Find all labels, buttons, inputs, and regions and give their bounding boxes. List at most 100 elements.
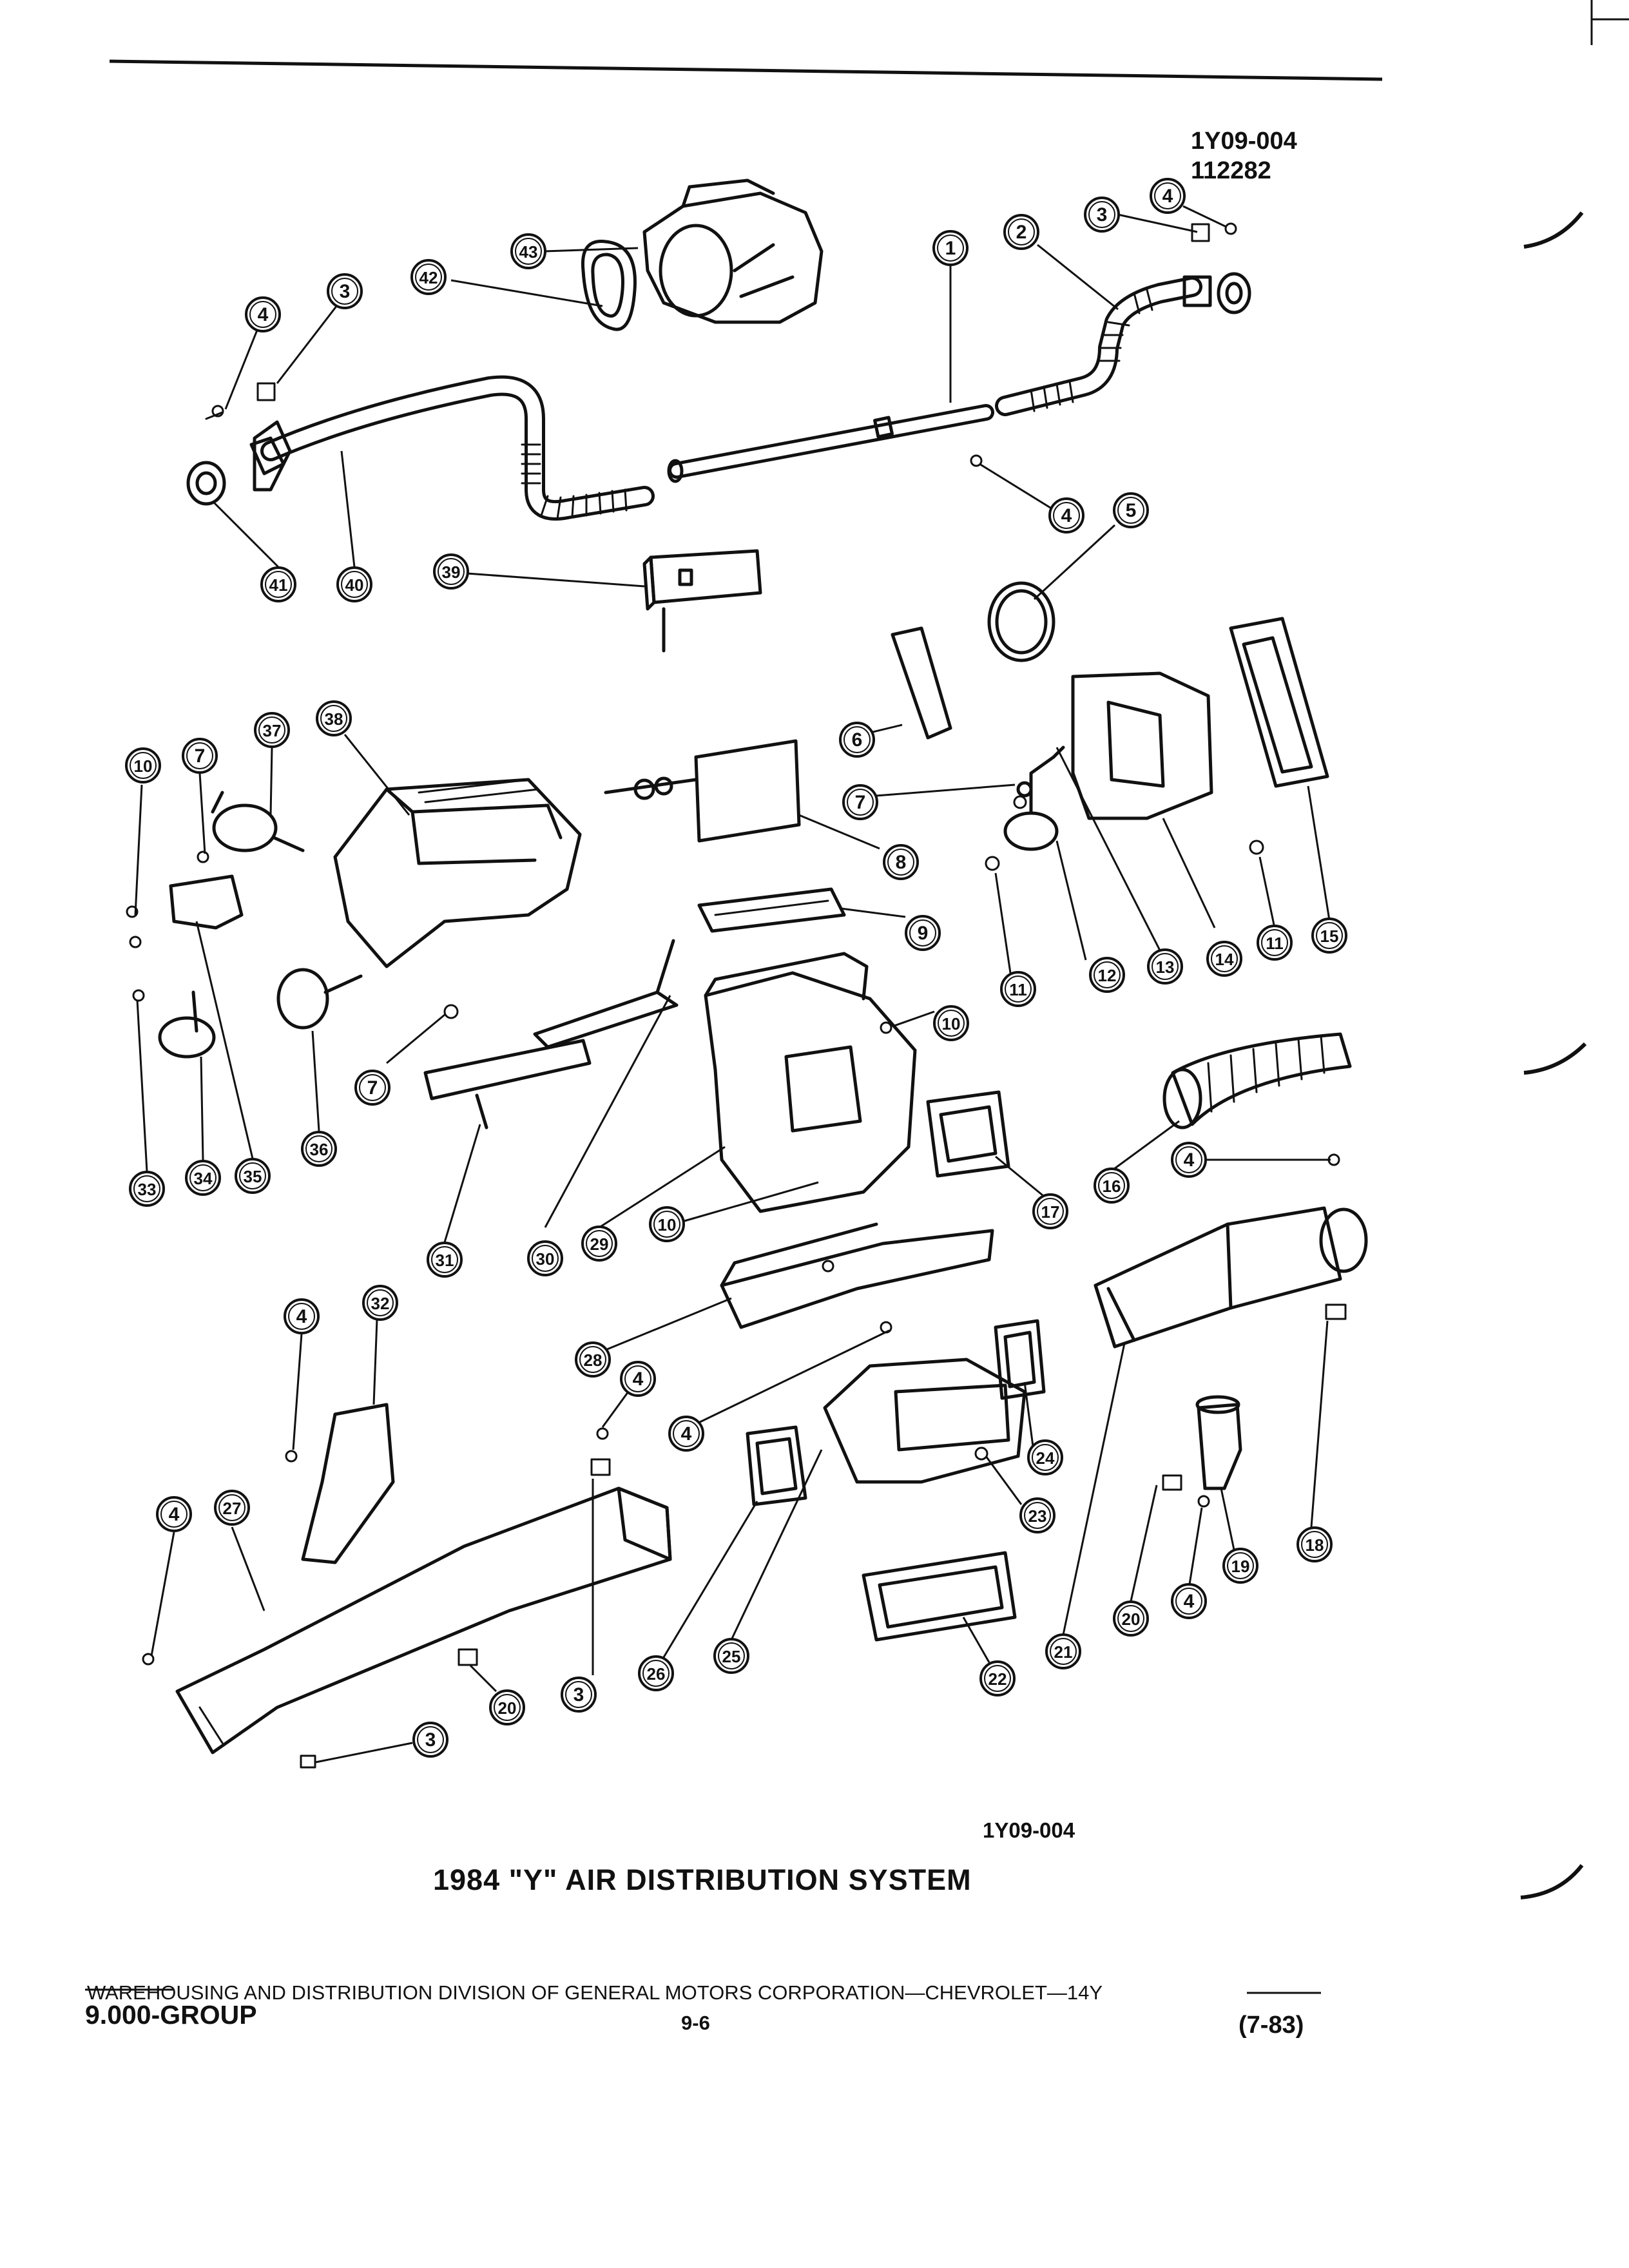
callout-29: 29 [581, 1225, 617, 1262]
callout-number: 32 [371, 1294, 390, 1313]
figure-ref-top: 1Y09-004 [1191, 128, 1297, 155]
callout-4: 4 [156, 1496, 192, 1532]
callout-number: 43 [519, 242, 538, 262]
callout-16: 16 [1094, 1168, 1130, 1204]
vacuum-valve-12 [1003, 745, 1065, 851]
callout-27: 27 [214, 1490, 250, 1526]
callout-number: 25 [722, 1647, 741, 1666]
callout-number: 14 [1215, 950, 1234, 969]
callout-number: 23 [1028, 1506, 1047, 1526]
door-6 [891, 626, 952, 740]
callout-number: 36 [310, 1140, 329, 1159]
callout-38: 38 [316, 700, 352, 736]
callout-12: 12 [1089, 957, 1125, 993]
gasket-15 [1229, 617, 1329, 788]
link-30 [533, 939, 679, 1049]
parts [126, 178, 1368, 1769]
callout-30: 30 [527, 1240, 563, 1276]
margin-marks [1520, 0, 1629, 1899]
right-hose [995, 272, 1251, 416]
page-number: 9-6 [681, 2012, 710, 2034]
callout-number: 10 [134, 756, 153, 776]
callout-8: 8 [883, 844, 919, 880]
duct-28 [720, 1222, 994, 1329]
callout-24: 24 [1027, 1439, 1063, 1475]
callout-number: 30 [536, 1249, 555, 1269]
bracket-35 [169, 874, 244, 930]
callout-31: 31 [427, 1242, 463, 1278]
figure-ref-date: 112282 [1191, 157, 1271, 184]
callout-26: 26 [638, 1655, 674, 1691]
callout-number: 40 [345, 575, 364, 595]
callout-10: 10 [649, 1206, 685, 1242]
callout-6: 6 [839, 722, 875, 758]
callout-2: 2 [1003, 214, 1039, 250]
callout-number: 11 [1266, 934, 1284, 953]
flex-duct-16 [1162, 1032, 1352, 1129]
callout-number: 3 [574, 1684, 584, 1706]
callout-7: 7 [354, 1070, 390, 1106]
callout-22: 22 [979, 1660, 1016, 1696]
vacuum-motor-34 [158, 990, 216, 1059]
callout-7: 7 [842, 784, 878, 820]
callout-4: 4 [1171, 1583, 1207, 1619]
callout-17: 17 [1032, 1193, 1068, 1229]
door-31 [423, 1039, 592, 1129]
callout-number: 4 [296, 1306, 307, 1327]
callout-number: 13 [1156, 957, 1175, 977]
actuator-8 [604, 739, 801, 843]
callout-21: 21 [1045, 1633, 1081, 1669]
callout-number: 4 [681, 1423, 692, 1445]
callout-number: 4 [258, 304, 269, 325]
callout-number: 15 [1320, 927, 1339, 946]
case-14 [1071, 671, 1213, 820]
callout-number: 28 [584, 1350, 602, 1370]
callout-number: 2 [1016, 222, 1027, 243]
figure-ref-bottom: 1Y09-004 [983, 1818, 1075, 1842]
callout-37: 37 [254, 712, 290, 748]
callout-36: 36 [301, 1131, 337, 1167]
callout-number: 12 [1098, 966, 1117, 985]
callout-number: 29 [590, 1235, 609, 1254]
outlet-19 [1195, 1395, 1242, 1490]
callout-number: 20 [498, 1698, 517, 1718]
callout-number: 1 [945, 238, 956, 259]
callout-number: 6 [852, 729, 863, 751]
duct-27 [175, 1486, 672, 1754]
callout-43: 43 [510, 233, 546, 269]
callout-34: 34 [185, 1160, 221, 1196]
callout-4: 4 [1171, 1142, 1207, 1178]
callout-25: 25 [713, 1638, 749, 1674]
callout-41: 41 [260, 566, 296, 602]
callout-number: 4 [1184, 1591, 1195, 1612]
header-rule [109, 59, 1383, 81]
callout-number: 7 [855, 792, 866, 813]
left-hose [186, 375, 655, 521]
callout-3: 3 [561, 1677, 597, 1713]
callout-number: 42 [419, 268, 438, 287]
callout-number: 3 [1097, 204, 1108, 226]
duct-21 [1094, 1206, 1368, 1349]
callout-11: 11 [1257, 925, 1293, 961]
vacuum-actuator-39 [642, 549, 762, 653]
callout-number: 35 [244, 1167, 262, 1186]
heater-case-29 [704, 952, 917, 1213]
seal-24 [994, 1319, 1046, 1400]
seal-17 [926, 1090, 1010, 1178]
callout-number: 8 [896, 852, 907, 873]
callout-19: 19 [1222, 1548, 1258, 1584]
callout-5: 5 [1113, 492, 1149, 528]
callout-3: 3 [327, 273, 363, 309]
callout-20: 20 [489, 1689, 525, 1725]
leader-lines [134, 205, 1331, 1763]
vacuum-motor-37 [211, 791, 305, 852]
callout-number: 18 [1306, 1535, 1324, 1555]
callout-20: 20 [1113, 1600, 1149, 1637]
callout-number: 22 [988, 1669, 1007, 1689]
callout-23: 23 [1019, 1497, 1055, 1533]
callout-number: 11 [1009, 980, 1027, 999]
callout-number: 24 [1036, 1448, 1055, 1468]
callout-number: 37 [263, 721, 282, 740]
callout-15: 15 [1311, 918, 1347, 954]
